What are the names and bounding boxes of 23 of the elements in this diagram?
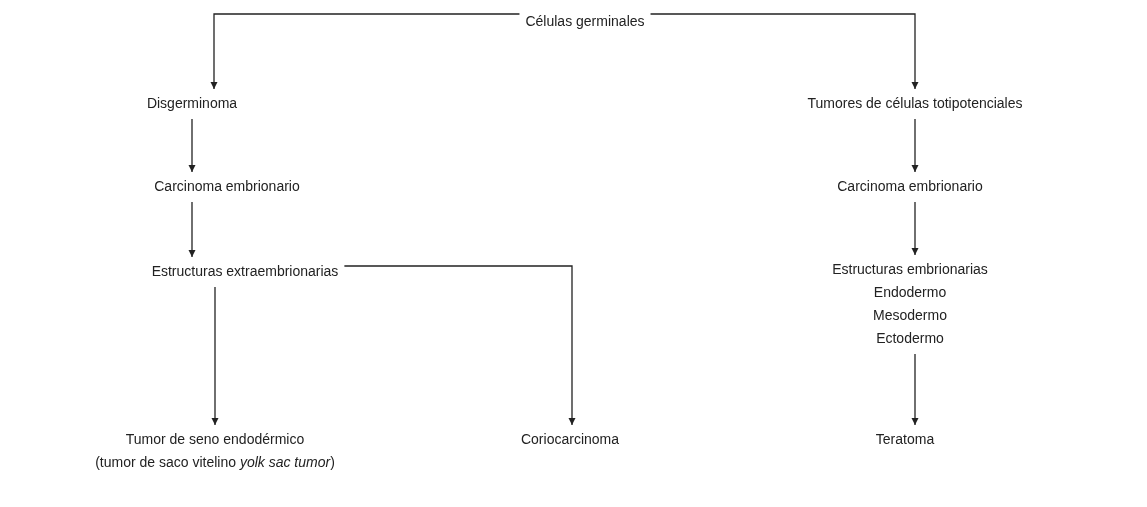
- node-label: Carcinoma embrionario: [154, 177, 300, 196]
- node-sublabel: Endodermo: [872, 283, 948, 302]
- node-label: Teratoma: [875, 430, 935, 449]
- node-label: Estructuras embrionarias: [832, 260, 988, 279]
- node-label: Disgerminoma: [146, 94, 238, 113]
- arrow: [911, 118, 919, 173]
- node-label: Tumor de seno endodérmico: [124, 430, 306, 449]
- node-label: Coriocarcinoma: [521, 430, 619, 449]
- node-label: Tumores de células totipotenciales: [807, 94, 1023, 113]
- arrow: [911, 201, 919, 256]
- node-label: Carcinoma embrionario: [837, 177, 983, 196]
- arrow: [210, 13, 521, 90]
- node-sublabel: (tumor de saco vitelino yolk sac tumor): [95, 453, 335, 472]
- node-sublabel: Mesodermo: [872, 306, 948, 325]
- arrow: [188, 118, 196, 173]
- arrow: [649, 13, 919, 90]
- arrow: [211, 286, 219, 426]
- node-sublabel: Ectodermo: [875, 329, 945, 348]
- node-label: Células germinales: [525, 12, 645, 31]
- arrow: [188, 201, 196, 258]
- arrow: [911, 353, 919, 426]
- arrow: [343, 265, 576, 426]
- node-label: Estructuras extraembrionarias: [151, 262, 339, 281]
